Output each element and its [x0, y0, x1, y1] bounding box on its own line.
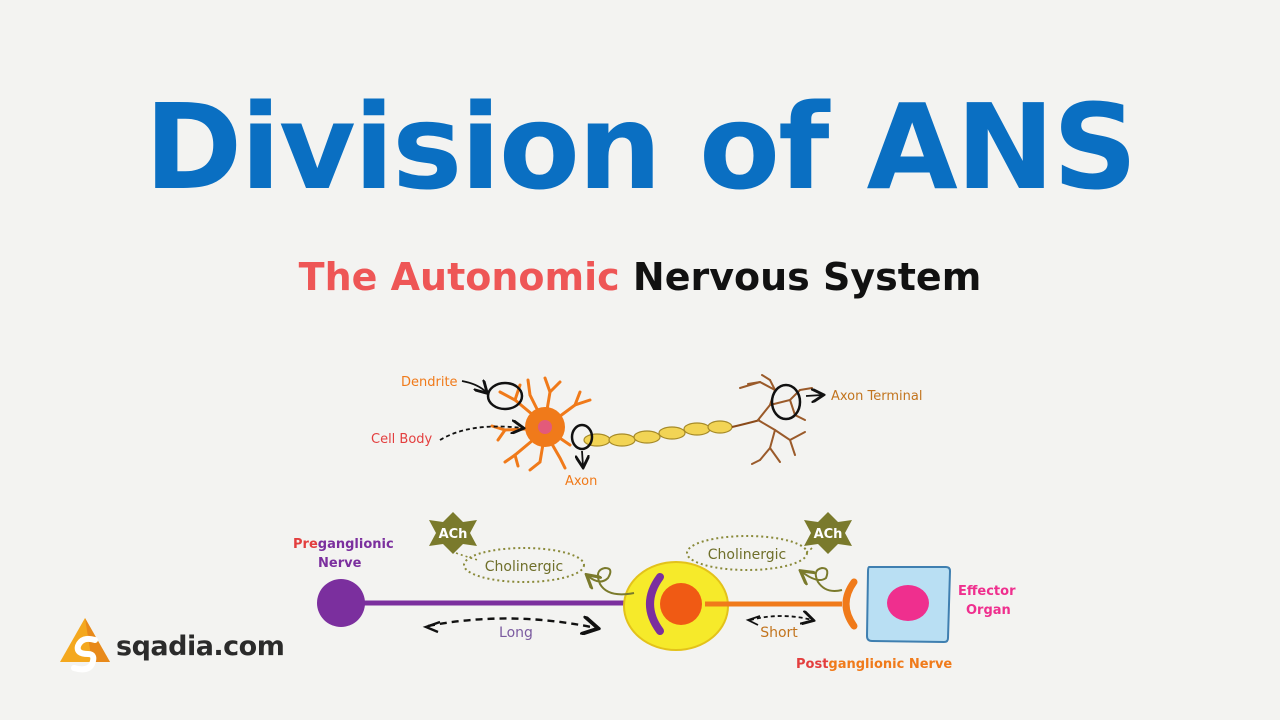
axon-myelin	[583, 420, 733, 447]
dendrite-circle	[486, 381, 524, 411]
cholinergic-label-left: Cholinergic	[485, 559, 563, 575]
label-dendrite: Dendrite	[401, 375, 458, 390]
nucleus	[538, 420, 552, 434]
label-nerve: Nerve	[318, 556, 362, 571]
preganglionic-cell-body	[317, 579, 365, 627]
label-preganglionic: Preganglionic	[293, 537, 394, 552]
subtitle-autonomic: The Autonomic	[298, 255, 620, 299]
label-cell-body: Cell Body	[371, 432, 433, 447]
cholinergic-ellipse-right	[686, 535, 808, 571]
synaptic-terminal-right	[842, 578, 858, 630]
label-axon-terminal: Axon Terminal	[831, 389, 922, 404]
cholinergic-ellipse-left	[463, 547, 585, 583]
ach-label-left: ACh	[439, 527, 468, 542]
brand-logo[interactable]: sqadia.com	[58, 614, 298, 680]
ach-badge-left: ACh	[429, 512, 477, 554]
label-effector: Effector	[958, 584, 1016, 599]
label-short: Short	[760, 625, 798, 641]
axon-circle	[570, 423, 594, 451]
sqadia-logo-icon	[60, 618, 110, 673]
page-subtitle: The Autonomic Nervous System	[0, 258, 1280, 296]
brand-name: sqadia.com	[116, 631, 285, 662]
label-postganglionic: Postganglionic Nerve	[796, 657, 952, 672]
cholinergic-label-right: Cholinergic	[708, 547, 786, 563]
label-axon: Axon	[565, 474, 597, 489]
effector-nucleus	[887, 585, 929, 621]
synaptic-terminal-left	[646, 573, 664, 635]
axon-terminal-branches	[739, 374, 813, 465]
ach-badge-right: ACh	[804, 512, 852, 554]
terminal-circle	[770, 383, 802, 421]
autonomic-pathway: ACh ACh Cholinergic Cholinergic Long Sho…	[293, 512, 1016, 672]
label-long: Long	[499, 625, 533, 641]
ganglion-nucleus	[660, 583, 702, 625]
label-organ: Organ	[966, 603, 1011, 618]
subtitle-nervous-system: Nervous System	[632, 255, 982, 299]
page-title: Division of ANS	[144, 78, 1137, 216]
neuron-illustration: Dendrite Cell Body Axon Axon Terminal	[371, 374, 922, 489]
ach-label-right: ACh	[814, 527, 843, 542]
